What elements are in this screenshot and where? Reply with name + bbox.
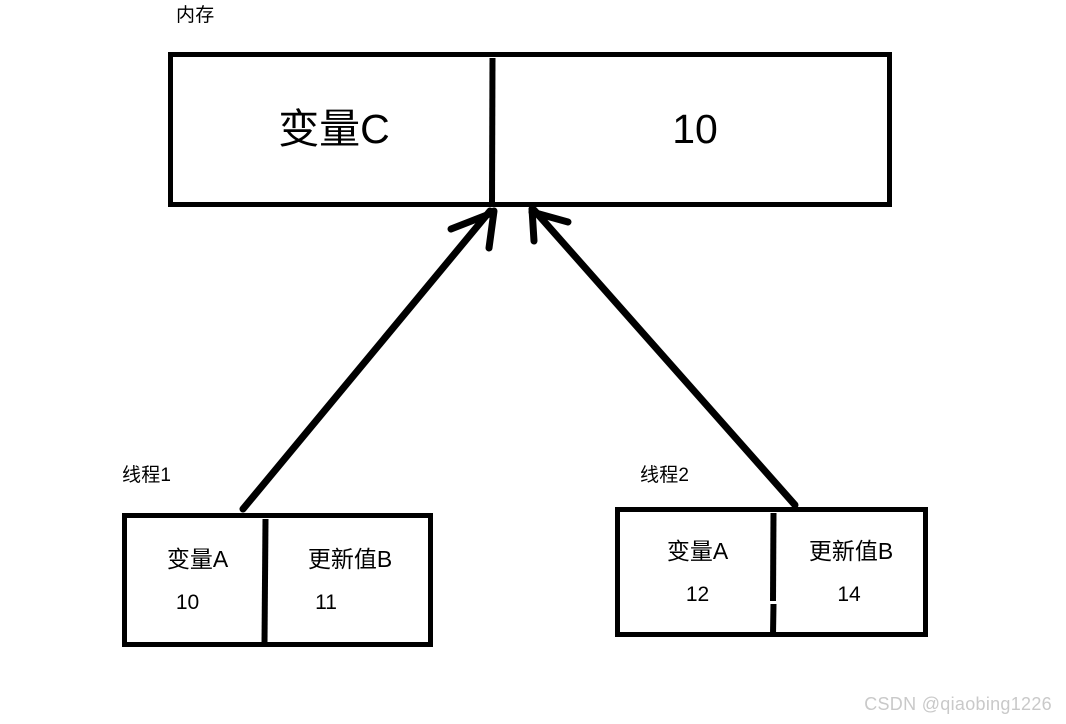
thread2-box: 变量A 12 更新值B 14 — [615, 507, 928, 637]
thread2-update-value: 14 — [837, 582, 861, 606]
thread2-variable-cell: 变量A 12 — [620, 512, 775, 632]
thread2-arrow-shaft — [530, 206, 799, 509]
thread2-update-cell: 更新值B 14 — [775, 512, 923, 632]
thread2-label: 线程2 — [640, 465, 690, 486]
thread1-label: 线程1 — [122, 465, 172, 486]
thread1-update-cell: 更新值B 11 — [272, 518, 428, 642]
thread2-arrowhead-right-barb — [528, 208, 572, 226]
thread1-arrow-shaft — [239, 207, 494, 513]
csdn-watermark: CSDN @qiaobing1226 — [864, 694, 1052, 714]
memory-value-cell: 10 — [495, 57, 887, 202]
thread1-to-memory-arrow — [239, 207, 498, 513]
thread1-variable-cell: 变量A 10 — [127, 518, 272, 642]
thread2-variable-title: 变量A — [666, 537, 729, 564]
thread1-update-value: 11 — [315, 590, 337, 614]
memory-box: 变量C 10 — [168, 52, 892, 207]
thread1-arrowhead-left-barb — [447, 209, 496, 233]
thread2-update-title: 更新值B — [808, 537, 894, 564]
memory-name-text: 变量C — [278, 105, 390, 152]
thread2-to-memory-arrow — [528, 205, 799, 509]
thread2-variable-value: 12 — [685, 582, 710, 606]
memory-label: 内存 — [176, 5, 215, 26]
thread1-arrowhead-right-barb — [485, 207, 498, 252]
thread1-variable-title: 变量A — [166, 545, 229, 572]
memory-value-text: 10 — [672, 105, 718, 152]
thread1-box: 变量A 10 更新值B 11 — [122, 513, 433, 647]
thread2-arrowhead-left-barb — [528, 205, 538, 245]
memory-name-cell: 变量C — [173, 57, 495, 202]
thread1-update-title: 更新值B — [307, 545, 393, 572]
thread1-variable-value: 10 — [175, 590, 200, 614]
